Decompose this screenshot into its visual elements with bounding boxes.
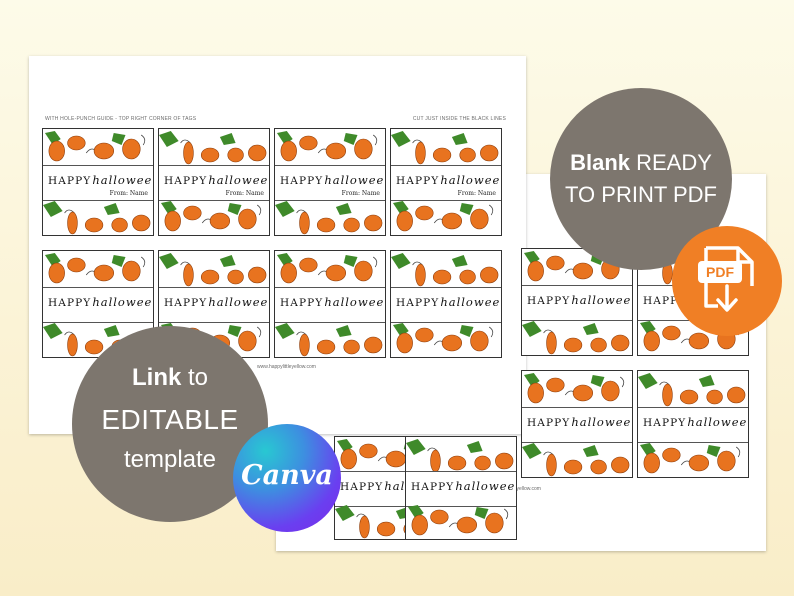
tag-from: From: Name	[109, 190, 148, 197]
canva-logo: Canva	[233, 424, 341, 532]
gift-tag: HAPPYhalloween	[405, 436, 517, 540]
tag-label-area: HAPPYhalloween	[522, 285, 632, 321]
gift-tag: HAPPYhalloween From: Name	[390, 128, 502, 236]
tag-label-area: HAPPYhalloween	[43, 287, 153, 323]
canva-wordmark: Canva	[241, 460, 333, 491]
tag-from: From: Name	[225, 190, 264, 197]
pumpkin-pattern-top	[159, 251, 269, 287]
pdf-label: PDF	[706, 264, 734, 280]
gift-tag: HAPPYhalloween From: Name	[274, 128, 386, 236]
front-sheet-credit: www.happylittleyellow.com	[257, 364, 316, 370]
link-badge-line2: EDITABLE	[101, 404, 239, 435]
tag-label-area: HAPPYhalloween From: Name	[391, 165, 501, 201]
tag-label-area: HAPPYhalloween From: Name	[43, 165, 153, 201]
cut-hint: CUT JUST INSIDE THE BLACK LINES	[412, 116, 506, 122]
pumpkin-pattern-top	[638, 371, 748, 407]
pumpkin-pattern-bottom	[159, 199, 269, 235]
tag-greeting: HAPPYhalloween	[280, 173, 386, 187]
print-badge-line1: Blank READY	[570, 150, 712, 175]
tag-label-area: HAPPYhalloween	[275, 287, 385, 323]
tag-label-area: HAPPYhalloween From: Name	[275, 165, 385, 201]
hole-punch-hint: WITH HOLE-PUNCH GUIDE - TOP RIGHT CORNER…	[45, 116, 197, 122]
gift-tag: HAPPYhalloween From: Name	[42, 128, 154, 236]
gift-tag: HAPPYhalloween	[390, 250, 502, 358]
pdf-download-icon: PDF	[698, 246, 754, 312]
tag-greeting: HAPPYhalloween	[396, 173, 502, 187]
tag-label-area: HAPPYhalloween	[391, 287, 501, 323]
tag-greeting: HAPPYhalloween	[48, 173, 154, 187]
tag-greeting: HAPPYhalloween	[164, 295, 270, 309]
pumpkin-pattern-bottom	[391, 199, 501, 235]
tag-label-area: HAPPYhalloween	[406, 471, 516, 507]
pumpkin-pattern-top	[275, 129, 385, 165]
print-badge-line2: TO PRINT PDF	[565, 182, 717, 207]
pumpkin-pattern-top	[43, 251, 153, 287]
gift-tag: HAPPYhalloween From: Name	[158, 128, 270, 236]
pumpkin-pattern-top	[522, 371, 632, 407]
pumpkin-pattern-top	[406, 437, 516, 473]
gift-tag: HAPPYhalloween	[521, 370, 633, 478]
pumpkin-pattern-bottom	[391, 321, 501, 357]
pumpkin-pattern-bottom	[522, 319, 632, 355]
tag-greeting: HAPPYhalloween	[527, 415, 633, 429]
tag-greeting: HAPPYhalloween	[396, 295, 502, 309]
tag-from: From: Name	[341, 190, 380, 197]
pumpkin-pattern-top	[275, 251, 385, 287]
tag-greeting: HAPPYhalloween	[164, 173, 270, 187]
pumpkin-pattern-bottom	[522, 441, 632, 477]
link-badge-line3: template	[123, 446, 217, 473]
gift-tag: HAPPYhalloween	[637, 370, 749, 478]
pumpkin-pattern-top	[522, 249, 632, 285]
tag-greeting: HAPPYhalloween	[643, 415, 749, 429]
gift-tag: HAPPYhalloween	[521, 248, 633, 356]
tag-label-area: HAPPYhalloween From: Name	[159, 165, 269, 201]
pumpkin-pattern-top	[391, 129, 501, 165]
pumpkin-pattern-bottom	[275, 321, 385, 357]
tag-label-area: HAPPYhalloween	[522, 407, 632, 443]
pumpkin-pattern-top	[43, 129, 153, 165]
pumpkin-pattern-top	[159, 129, 269, 165]
tag-from: From: Name	[457, 190, 496, 197]
tag-greeting: HAPPYhalloween	[527, 293, 633, 307]
pumpkin-pattern-bottom	[638, 441, 748, 477]
tag-greeting: HAPPYhalloween	[411, 479, 517, 493]
link-badge-line1: Link to	[131, 364, 209, 391]
pumpkin-pattern-bottom	[275, 199, 385, 235]
tag-greeting: HAPPYhalloween	[48, 295, 154, 309]
gift-tag: HAPPYhalloween	[274, 250, 386, 358]
pdf-download-badge: PDF	[672, 226, 782, 336]
tag-label-area: HAPPYhalloween	[159, 287, 269, 323]
tag-greeting: HAPPYhalloween	[280, 295, 386, 309]
pumpkin-pattern-bottom	[406, 503, 516, 539]
pumpkin-pattern-bottom	[43, 199, 153, 235]
pumpkin-pattern-top	[391, 251, 501, 287]
tag-label-area: HAPPYhalloween	[638, 407, 748, 443]
